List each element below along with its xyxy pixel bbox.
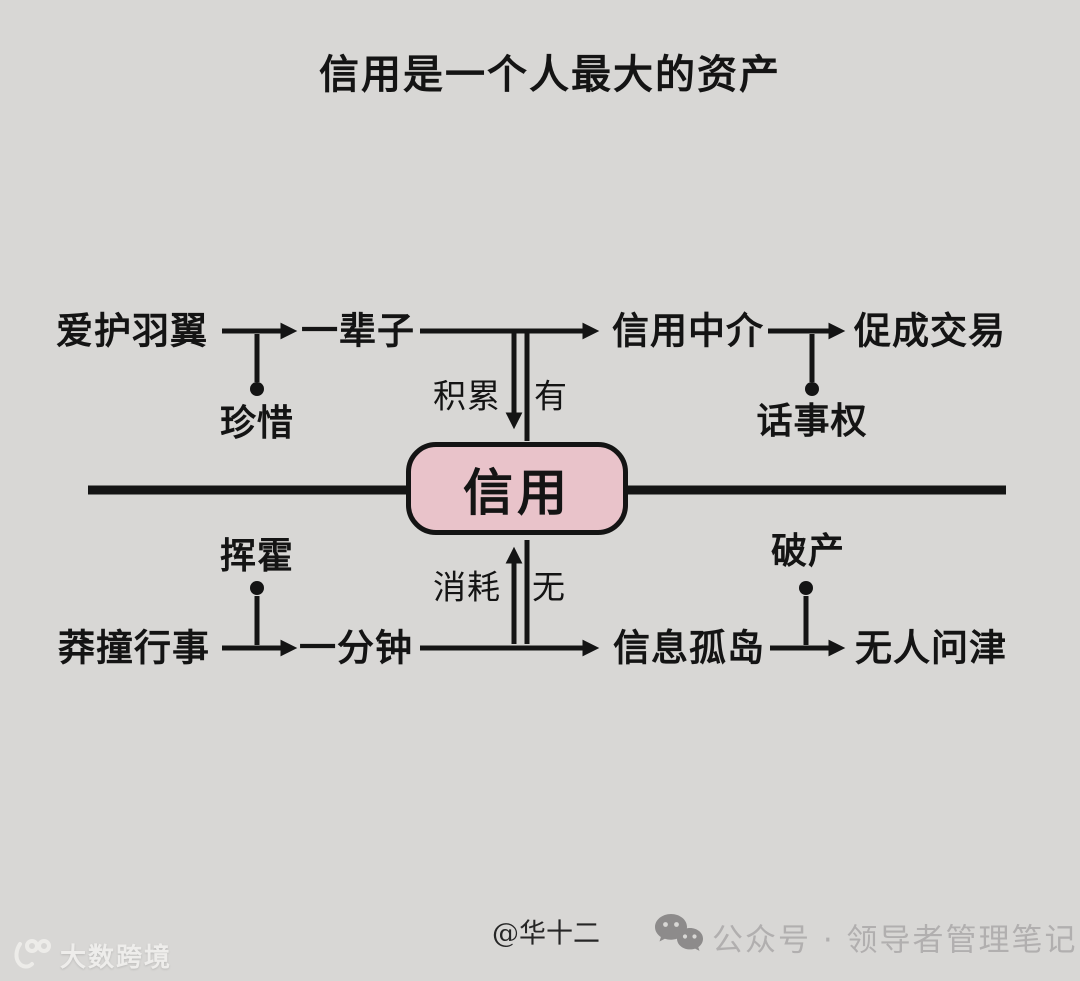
stub-dot-say-so-power	[805, 382, 819, 396]
node-act-rashly: 莽撞行事	[58, 625, 210, 670]
center-credit-label: 信用	[463, 462, 571, 522]
node-info-island: 信息孤岛	[613, 625, 765, 670]
edge-label-consume: 消耗	[433, 567, 501, 607]
center-credit-node: 信用	[406, 442, 628, 535]
node-one-minute: 一分钟	[299, 625, 413, 670]
watermark: 大数跨境	[8, 932, 172, 978]
node-credit-intermediary: 信用中介	[612, 308, 764, 353]
node-facilitate-deals: 促成交易	[854, 308, 1006, 353]
dashu-kuajing-logo-icon	[14, 939, 51, 969]
edge-label-have: 有	[534, 376, 568, 416]
label-say-so-power: 话事权	[756, 400, 868, 442]
node-lifetime: 一辈子	[301, 308, 415, 353]
edge-label-accumulate: 积累	[433, 376, 501, 416]
page-title: 信用是一个人最大的资产	[319, 51, 781, 98]
label-bankrupt: 破产	[770, 530, 846, 572]
node-ignored: 无人问津	[855, 625, 1007, 670]
stub-dot-bankrupt	[799, 581, 813, 595]
edge-label-none: 无	[532, 567, 566, 607]
footer-author: @华十二	[492, 918, 600, 950]
wechat-account-label: 公众号 · 领导者管理笔记	[712, 922, 1078, 959]
watermark-label: 大数跨境	[60, 942, 173, 973]
label-treasure: 珍惜	[219, 402, 295, 444]
stub-dot-squander	[250, 581, 264, 595]
stub-dot-treasure	[250, 382, 264, 396]
label-squander: 挥霍	[219, 535, 295, 577]
node-protect-wings: 爱护羽翼	[56, 308, 208, 353]
wechat-icon	[655, 914, 703, 951]
